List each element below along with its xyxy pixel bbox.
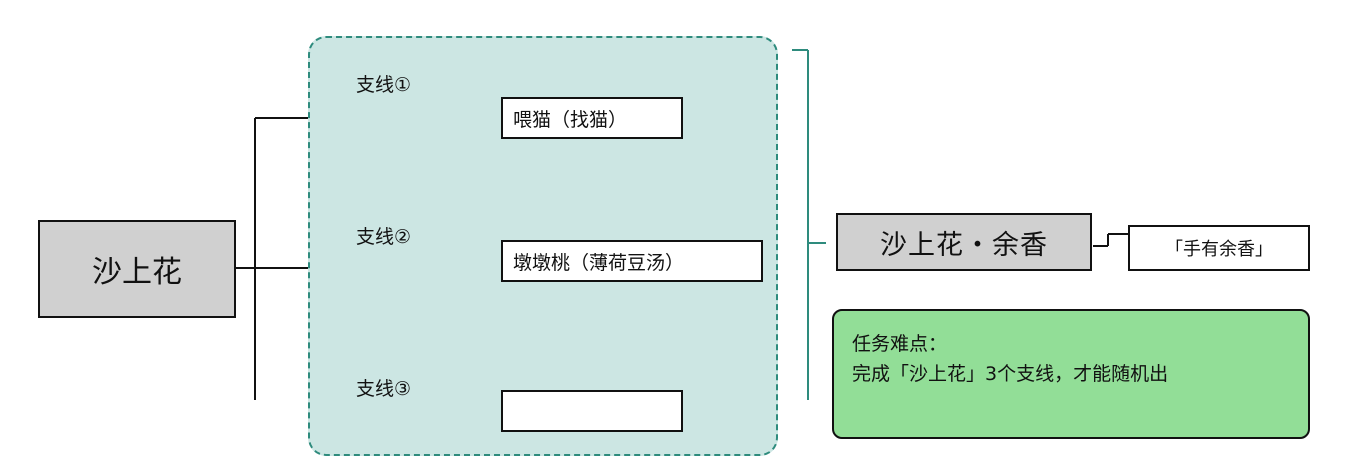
reward-node-label: 「手有余香」 xyxy=(1165,239,1273,260)
reward-node: 「手有余香」 xyxy=(1128,225,1310,271)
branch-1-task-label: 喂猫（找猫） xyxy=(513,108,628,131)
difficulty-note-text: 完成「沙上花」3个支线，才能随机出 xyxy=(852,363,1169,385)
branch-2-task: 墩墩桃（薄荷豆汤） xyxy=(501,240,763,282)
difficulty-note-title: 任务难点： xyxy=(852,333,948,355)
branch-3-task xyxy=(501,390,683,432)
branch-2-label: 支线② xyxy=(356,226,412,248)
branch-2-task-label: 墩墩桃（薄荷豆汤） xyxy=(513,251,685,274)
result-node-label: 沙上花・余香 xyxy=(880,229,1048,261)
difficulty-note: 任务难点： 完成「沙上花」3个支线，才能随机出 xyxy=(832,309,1310,439)
branch-3-label: 支线③ xyxy=(356,378,412,400)
result-node: 沙上花・余香 xyxy=(836,213,1092,271)
root-node-label: 沙上花 xyxy=(92,255,182,290)
branch-1-task: 喂猫（找猫） xyxy=(501,97,683,139)
branch-1-label: 支线① xyxy=(356,74,412,96)
root-node: 沙上花 xyxy=(38,220,236,318)
